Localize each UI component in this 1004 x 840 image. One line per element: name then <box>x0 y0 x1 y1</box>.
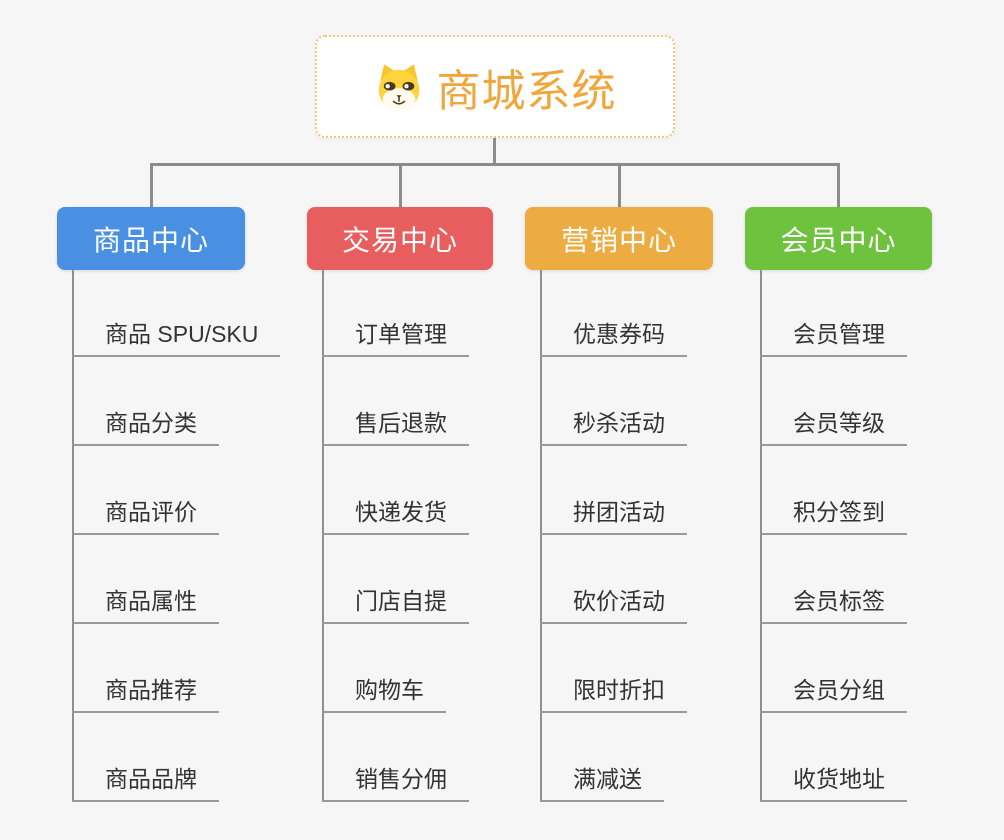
leaf-node[interactable]: 会员等级 <box>760 402 907 446</box>
leaf-node[interactable]: 售后退款 <box>322 402 469 446</box>
connector-branch-line <box>540 270 542 800</box>
branch-column-product: 商品中心 商品 SPU/SKU 商品分类 商品评价 商品属性 商品推荐 商品品牌 <box>57 207 281 802</box>
leaf-node[interactable]: 限时折扣 <box>540 669 687 713</box>
root-title: 商城系统 <box>436 66 617 116</box>
connector-rail <box>150 163 840 166</box>
root-node[interactable]: 商城系统 <box>315 35 675 138</box>
connector-branch-line <box>760 270 762 800</box>
branch-header-marketing[interactable]: 营销中心 <box>525 207 713 270</box>
leaf-node[interactable]: 砍价活动 <box>540 580 687 624</box>
connector-root-drop <box>493 138 496 164</box>
connector-stub-4 <box>836 163 840 208</box>
branch-column-marketing: 营销中心 优惠券码 秒杀活动 拼团活动 砍价活动 限时折扣 满减送 <box>525 207 713 802</box>
branch-column-member: 会员中心 会员管理 会员等级 积分签到 会员标签 会员分组 收货地址 <box>745 207 932 802</box>
leaf-node[interactable]: 优惠券码 <box>540 313 687 357</box>
leaf-node[interactable]: 订单管理 <box>322 313 469 357</box>
connector-stub-3 <box>617 163 621 208</box>
leaf-node[interactable]: 会员管理 <box>760 313 907 357</box>
leaf-node[interactable]: 商品评价 <box>72 491 219 535</box>
branch-header-member[interactable]: 会员中心 <box>745 207 932 270</box>
leaf-node[interactable]: 满减送 <box>540 758 664 802</box>
dog-icon <box>374 62 424 112</box>
branch-header-trade[interactable]: 交易中心 <box>307 207 493 270</box>
leaf-node[interactable]: 会员标签 <box>760 580 907 624</box>
leaf-node[interactable]: 商品属性 <box>72 580 219 624</box>
leaf-node[interactable]: 秒杀活动 <box>540 402 687 446</box>
leaf-node[interactable]: 购物车 <box>322 669 446 713</box>
leaf-node[interactable]: 积分签到 <box>760 491 907 535</box>
leaf-node[interactable]: 拼团活动 <box>540 491 687 535</box>
leaf-node[interactable]: 销售分佣 <box>322 758 469 802</box>
leaf-node[interactable]: 商品品牌 <box>72 758 219 802</box>
connector-branch-line <box>72 270 74 800</box>
connector-stub-1 <box>149 163 153 208</box>
branch-column-trade: 交易中心 订单管理 售后退款 快递发货 门店自提 购物车 销售分佣 <box>307 207 493 802</box>
leaf-node[interactable]: 快递发货 <box>322 491 469 535</box>
leaf-node[interactable]: 门店自提 <box>322 580 469 624</box>
connector-stub-2 <box>398 163 402 208</box>
branch-header-product[interactable]: 商品中心 <box>57 207 245 270</box>
leaf-node[interactable]: 商品 SPU/SKU <box>72 313 281 357</box>
leaf-node[interactable]: 收货地址 <box>760 758 907 802</box>
leaf-node[interactable]: 商品分类 <box>72 402 219 446</box>
leaf-node[interactable]: 商品推荐 <box>72 669 219 713</box>
leaf-node[interactable]: 会员分组 <box>760 669 907 713</box>
connector-branch-line <box>322 270 324 800</box>
